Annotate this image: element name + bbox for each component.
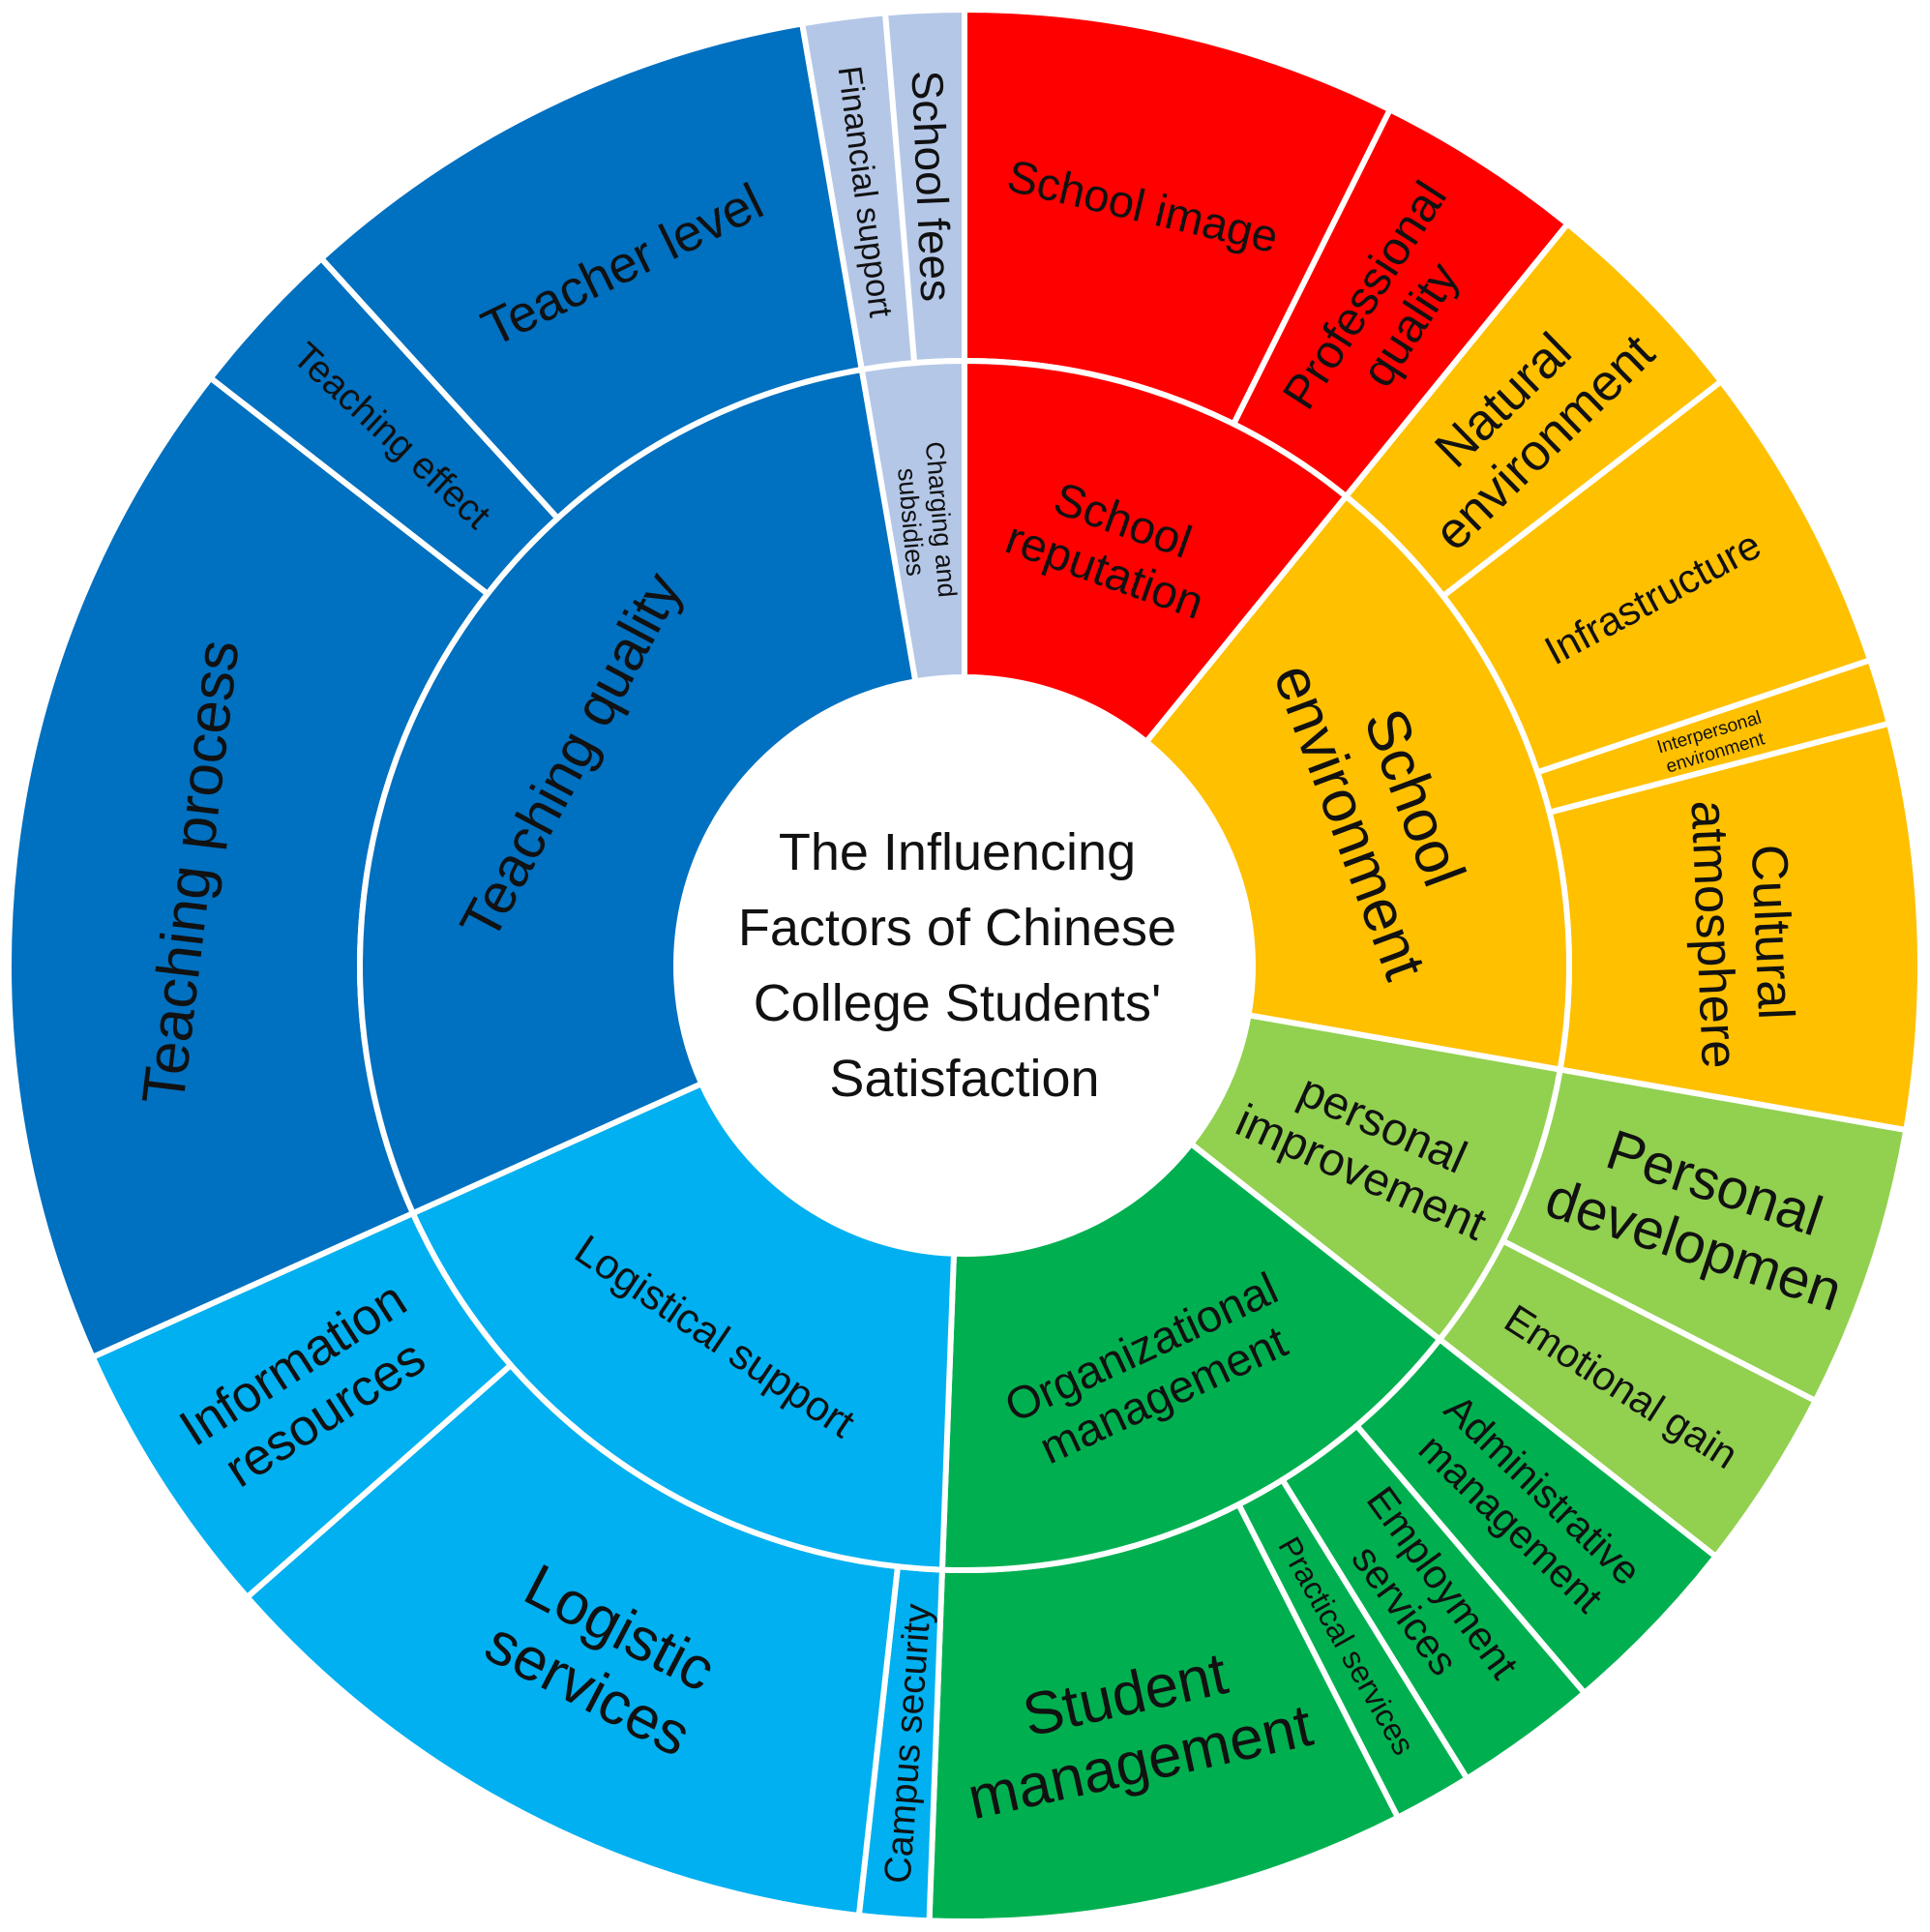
outer-segment-school-fees-label-line: School fees [903, 70, 962, 303]
inner-segment-charging-and-subsidies [858, 357, 967, 685]
inner-segment-school-environment [1142, 491, 1572, 1074]
inner-segment-teaching-quality [357, 366, 919, 1218]
inner-segment-school-reputation [962, 357, 1351, 747]
chart-title-line: The Influencing [779, 823, 1136, 881]
inner-ring: SchoolreputationSchoolenvironmentpersona… [357, 357, 1572, 1573]
outer-segment-cultural-atmosphere-label: Culturalatmosphere [1680, 797, 1807, 1070]
outer-segment-cultural-atmosphere-label-line: Cultural [1740, 844, 1804, 1021]
outer-segment-school-fees-label: School fees [903, 70, 962, 303]
inner-segment-logistical-support [408, 1080, 958, 1573]
chart-title-line: Factors of Chinese [738, 899, 1176, 957]
outer-segment-cultural-atmosphere-label-line: atmosphere [1680, 799, 1748, 1069]
chart-title-line: Satisfaction [829, 1050, 1099, 1108]
chart-title: The Influencing Factors of Chinese Colle… [738, 823, 1191, 1108]
outer-ring: School imageProfessionalqualityNaturalen… [6, 6, 1923, 1924]
chart-title-line: College Students' [754, 974, 1162, 1032]
inner-segment-organizational-management [938, 1140, 1444, 1573]
chart-center: The Influencing Factors of Chinese Colle… [679, 680, 1250, 1251]
center-circle [679, 680, 1250, 1251]
